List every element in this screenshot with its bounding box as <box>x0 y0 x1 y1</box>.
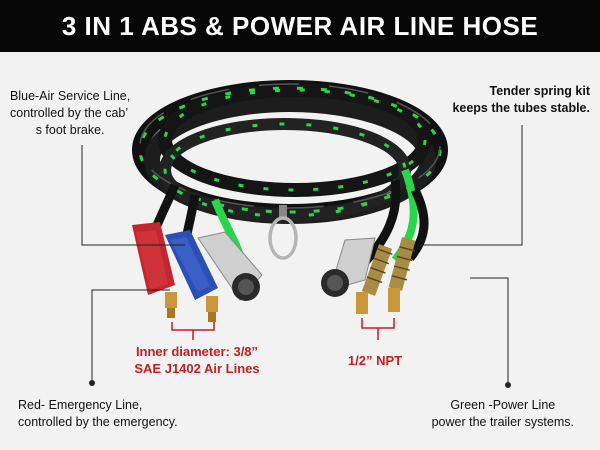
left-plug <box>197 231 263 301</box>
red-handle <box>132 222 177 318</box>
blue-handle <box>165 230 218 322</box>
green-line-label: Green -Power Line power the trailer syst… <box>431 398 574 429</box>
carabiner-icon <box>268 205 298 260</box>
tender-spring-label: Tender spring kit keeps the tubes stable… <box>452 84 590 115</box>
page-title: 3 IN 1 ABS & POWER AIR LINE HOSE <box>0 0 600 52</box>
inner-diameter-label: Inner diameter: 3/8” SAE J1402 Air Lines <box>134 344 260 376</box>
blue-line-label: Blue-Air Service Line, controlled by the… <box>10 89 131 137</box>
spring-guards <box>356 237 416 314</box>
product-illustration <box>0 52 600 450</box>
right-plug <box>321 237 376 297</box>
callout-lines <box>81 125 523 385</box>
npt-label: 1/2” NPT <box>347 353 403 368</box>
red-line-label: Red- Emergency Line, controlled by the e… <box>18 398 178 429</box>
red-brackets <box>171 318 395 340</box>
